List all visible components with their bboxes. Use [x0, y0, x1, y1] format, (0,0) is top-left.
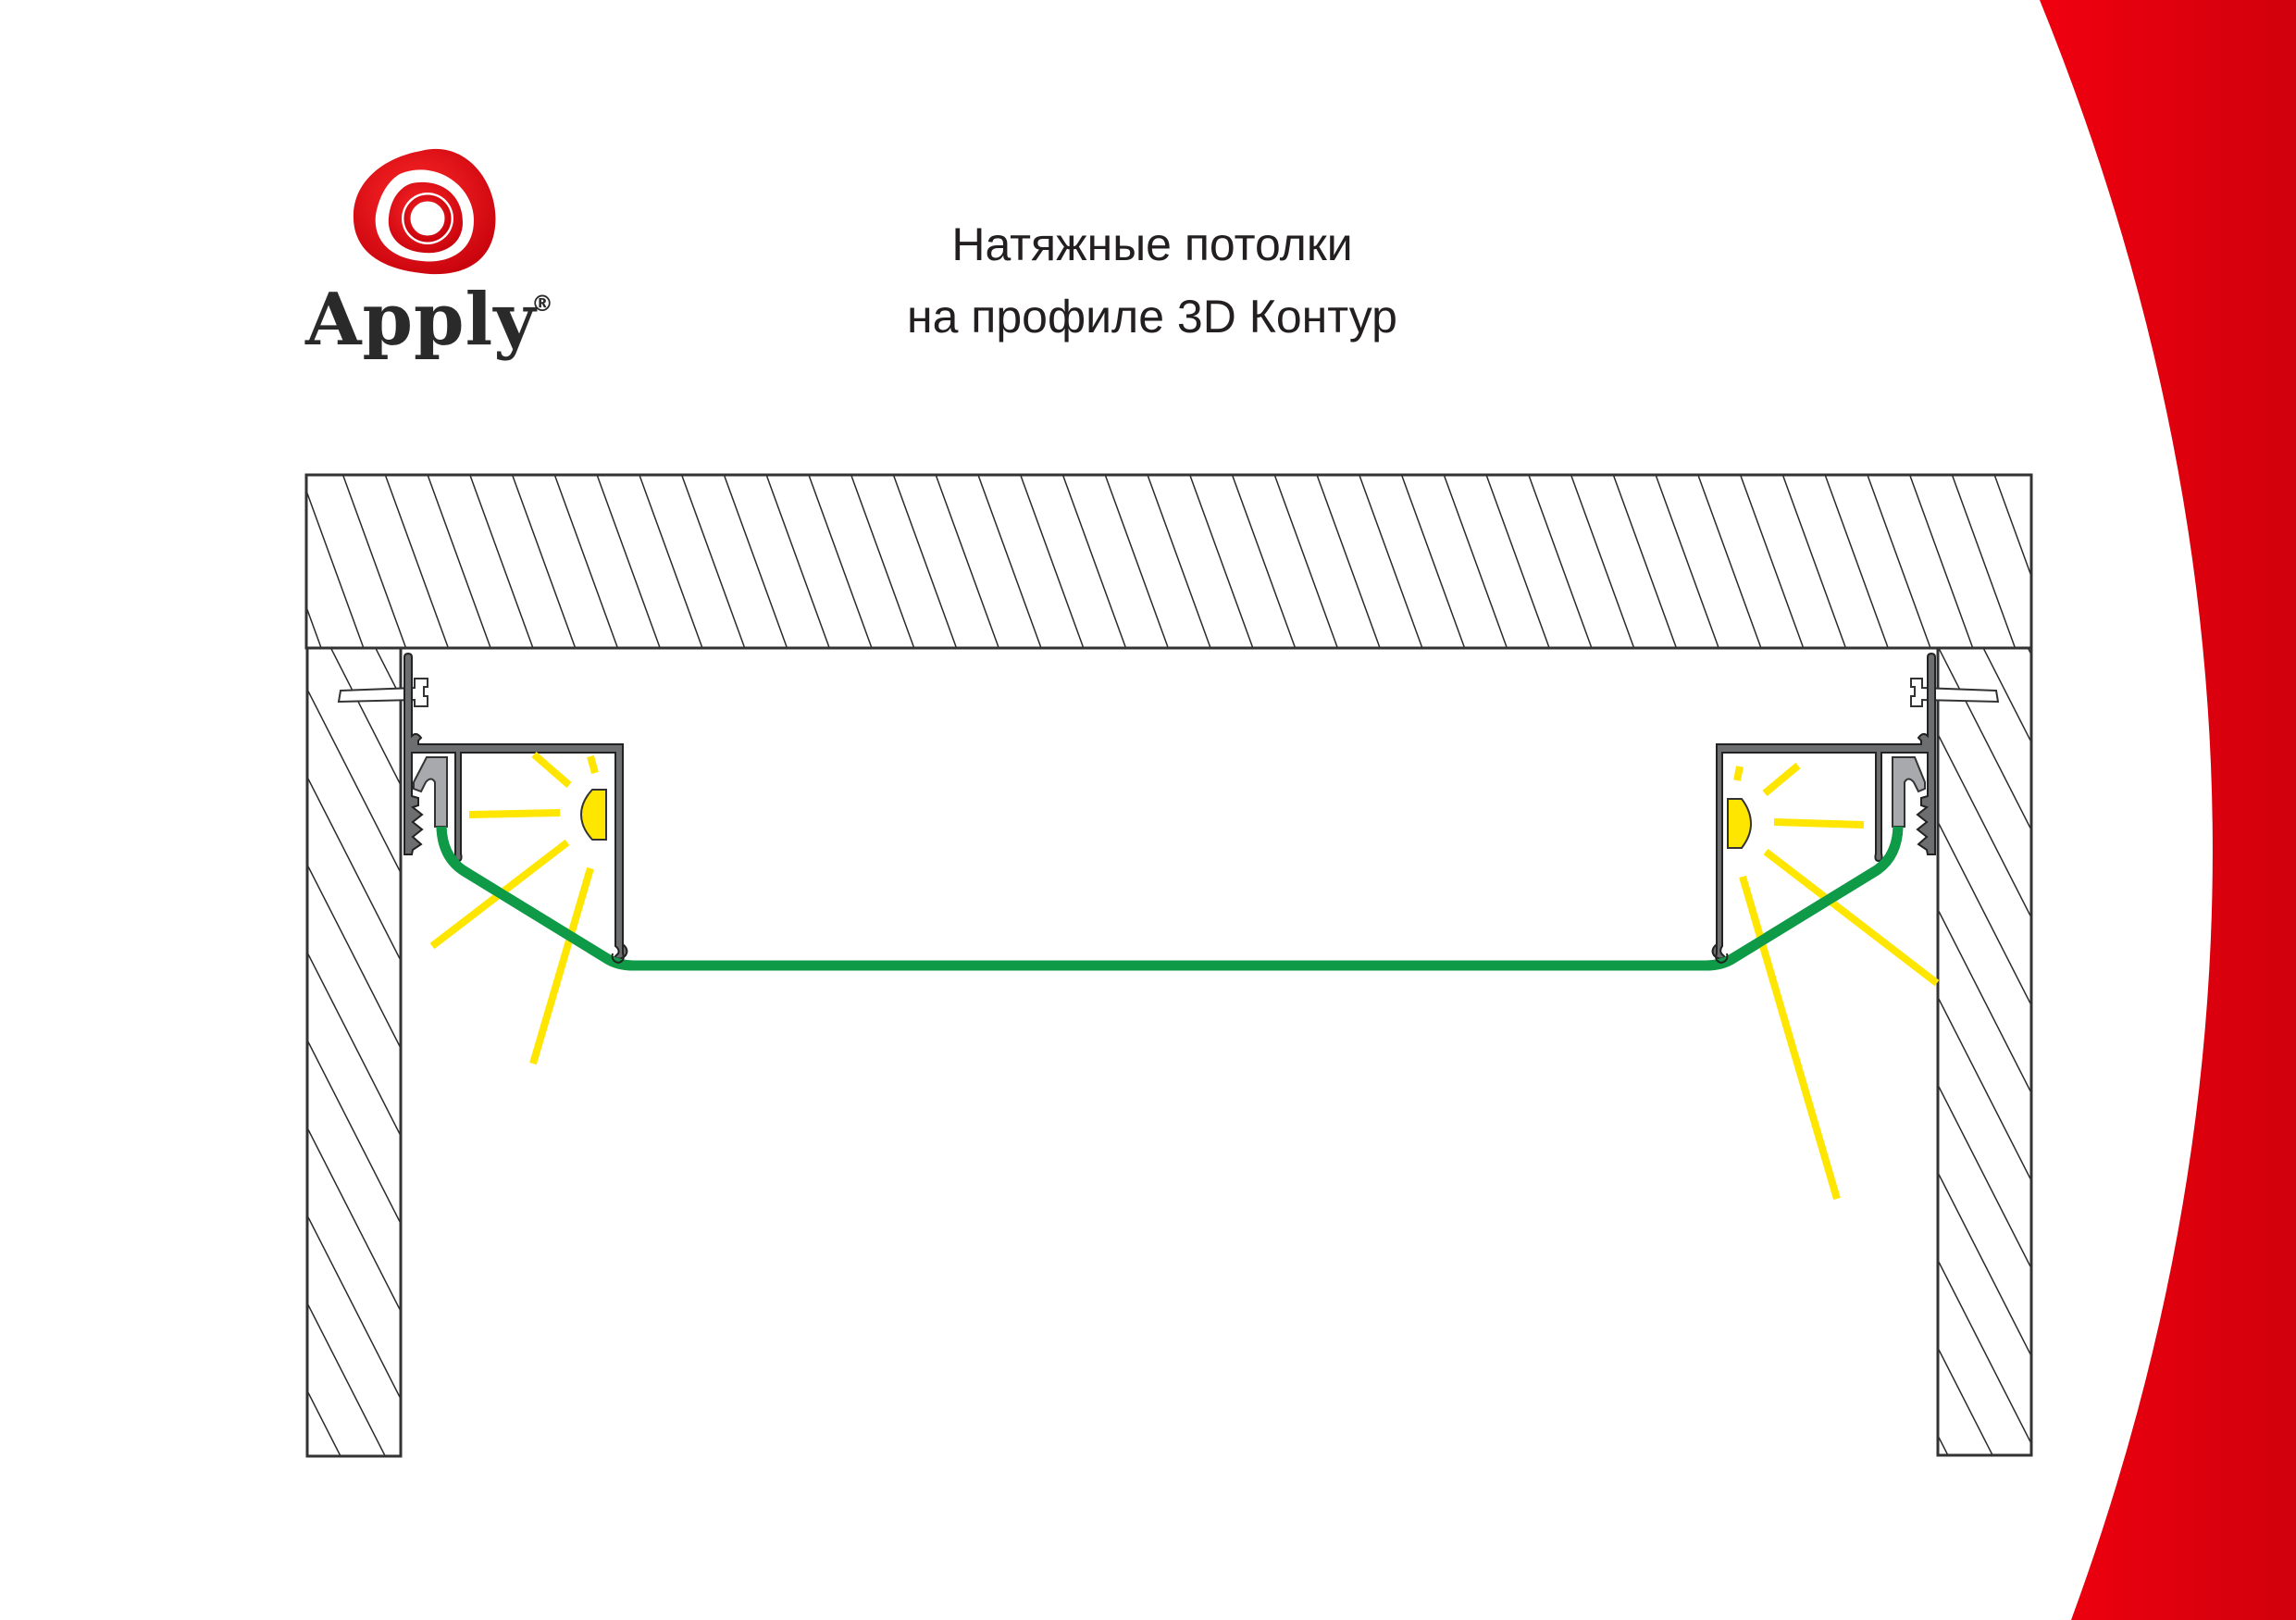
stretch-ceiling-membrane — [436, 826, 1904, 971]
right-wall — [1936, 646, 2033, 1457]
right-harpoon — [1892, 756, 1926, 828]
left-wall — [305, 646, 403, 1458]
light-rays-right — [1733, 762, 1940, 1201]
title-line-1: Натяжные потолки — [951, 218, 1353, 270]
led-strip-right — [1727, 798, 1753, 849]
brand-name: Apply — [305, 278, 537, 362]
ceiling-slab — [304, 473, 2033, 650]
stretch-ceiling-membrane-overlay — [436, 826, 1904, 971]
light-rays-left — [429, 751, 599, 1065]
registered-mark: ® — [531, 291, 553, 317]
right-hook — [1715, 942, 1729, 965]
led-strip-left — [579, 789, 607, 841]
title-line-2: на профиле 3D Контур — [906, 291, 1397, 343]
red-side-arc — [2040, 0, 2296, 1620]
page-title: Натяжные потолки на профиле 3D Контур — [787, 208, 1518, 353]
spiral-rose-logo-icon — [353, 148, 496, 275]
left-harpoon — [413, 756, 448, 828]
left-hook — [611, 942, 625, 965]
